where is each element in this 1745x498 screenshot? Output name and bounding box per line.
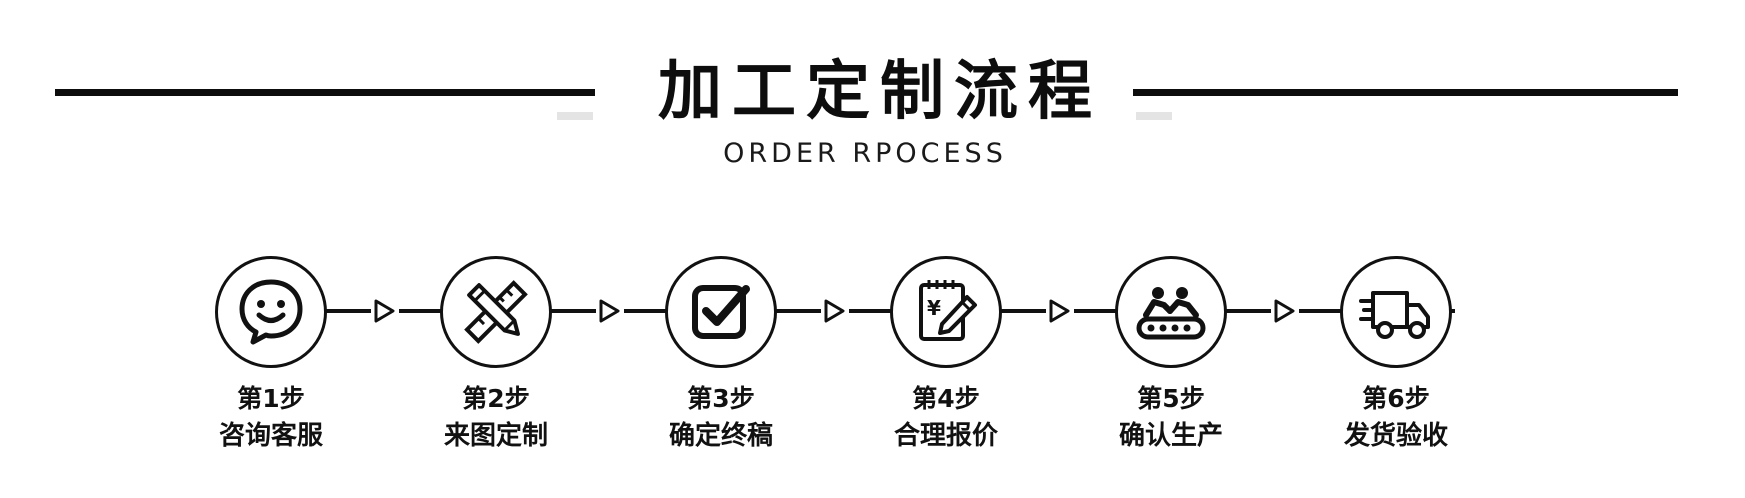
- svg-text:¥: ¥: [927, 296, 941, 320]
- process-step-1: 第1步 咨询客服: [215, 256, 327, 451]
- flow-arrow-icon: [371, 299, 399, 323]
- conveyor-icon: [1136, 287, 1206, 340]
- process-step-2: 第2步 来图定制: [440, 256, 552, 451]
- flow-arrow-icon: [1271, 299, 1299, 323]
- header-rule-right-accent: [1136, 112, 1172, 120]
- process-step-6: 第6步 发货验收: [1340, 256, 1452, 451]
- price-note-icon: ¥: [919, 280, 977, 341]
- process-step-4: ¥ 第4步 合理报价: [890, 256, 1002, 451]
- step-name: 来图定制: [443, 421, 548, 451]
- step-circle: [665, 256, 777, 368]
- header-rule-left: [55, 89, 595, 96]
- process-step-3: 第3步 确定终稿: [665, 256, 777, 451]
- step-circle: ¥: [890, 256, 1002, 368]
- step-number: 第1步: [237, 384, 305, 413]
- ruler-pencil-icon: [464, 280, 528, 344]
- step-number: 第6步: [1362, 384, 1430, 413]
- process-step-5: 第5步 确认生产: [1115, 256, 1227, 451]
- step-circle: [1115, 256, 1227, 368]
- delivery-truck-icon: [1359, 291, 1430, 339]
- header-rule-right: [1133, 89, 1678, 96]
- page-title: 加工定制流程: [658, 55, 1102, 129]
- header-rule-left-accent: [557, 112, 593, 120]
- checkbox-icon: [692, 285, 750, 339]
- step-name: 咨询客服: [218, 421, 323, 451]
- step-number: 第4步: [912, 384, 980, 413]
- flow-arrow-icon: [1046, 299, 1074, 323]
- step-circle: [215, 256, 327, 368]
- step-name: 确认生产: [1118, 421, 1223, 451]
- step-number: 第3步: [687, 384, 755, 413]
- step-number: 第5步: [1137, 384, 1205, 413]
- flow-arrow-icon: [596, 299, 624, 323]
- page-subtitle: ORDER RPOCESS: [723, 138, 1007, 169]
- flow-arrow-icon: [821, 299, 849, 323]
- step-circle: [1340, 256, 1452, 368]
- step-circle: [440, 256, 552, 368]
- step-number: 第2步: [462, 384, 530, 413]
- step-name: 发货验收: [1343, 421, 1448, 451]
- smile-chat-icon: [239, 279, 303, 345]
- step-name: 确定终稿: [668, 421, 773, 451]
- step-name: 合理报价: [893, 421, 998, 451]
